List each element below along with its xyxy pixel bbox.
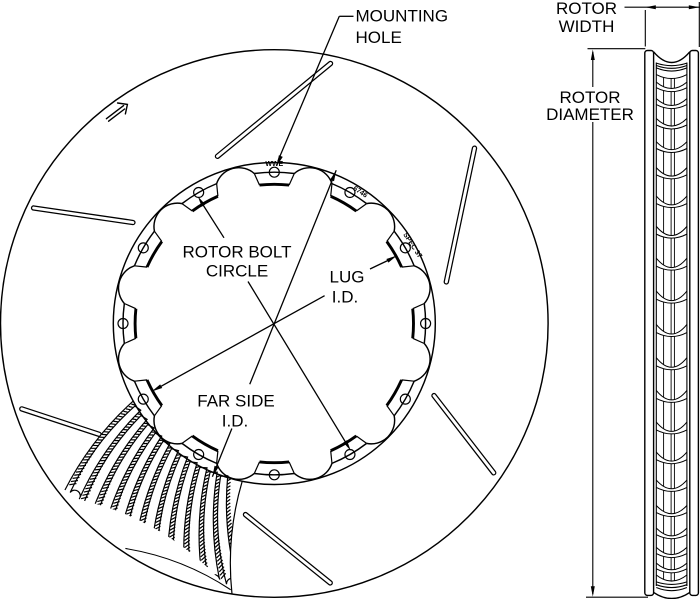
svg-text:HOLE: HOLE <box>356 28 402 47</box>
svg-text:MOUNTING: MOUNTING <box>356 6 449 25</box>
svg-text:I.D.: I.D. <box>332 288 358 307</box>
svg-text:ROTOR BOLT: ROTOR BOLT <box>183 243 292 262</box>
svg-text:ROTOR: ROTOR <box>556 0 617 18</box>
svg-text:I.D.: I.D. <box>222 412 248 431</box>
svg-text:DIAMETER: DIAMETER <box>546 105 634 124</box>
svg-text:CIRCLE: CIRCLE <box>206 262 268 281</box>
svg-text:LUG: LUG <box>330 268 365 287</box>
svg-text:WWE: WWE <box>265 161 283 168</box>
svg-text:FAR SIDE: FAR SIDE <box>197 392 274 411</box>
svg-text:WIDTH: WIDTH <box>559 17 615 36</box>
